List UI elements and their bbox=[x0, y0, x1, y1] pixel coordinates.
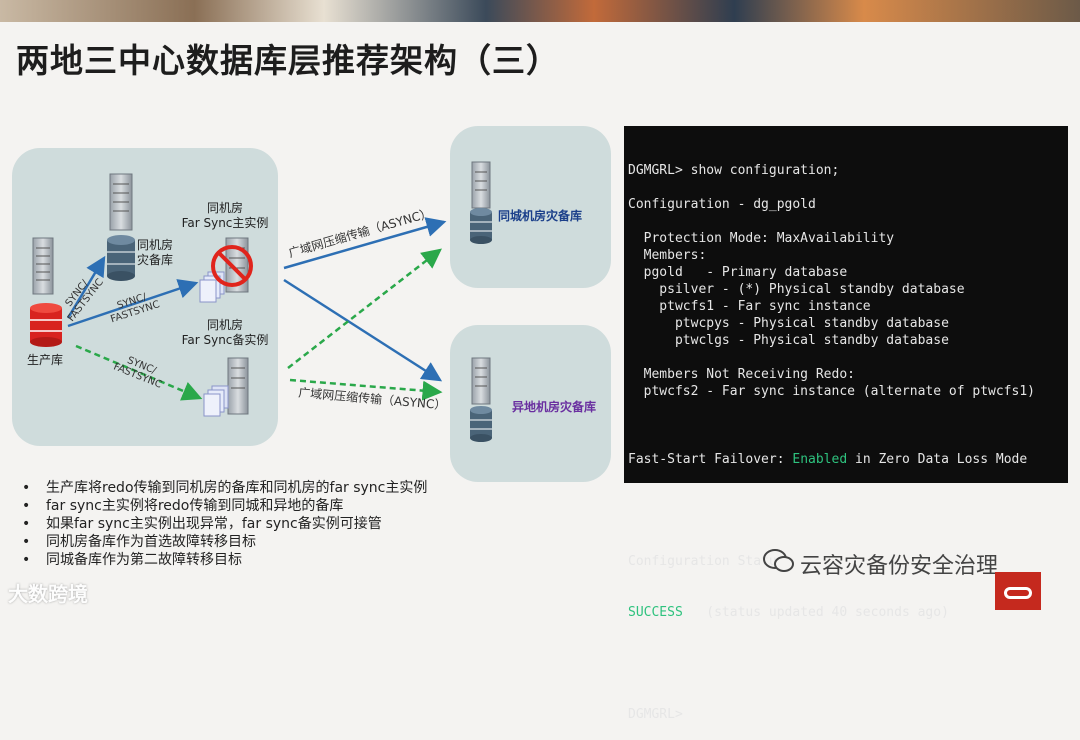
dgmgrl-console: DGMGRL> show configuration; Configuration… bbox=[624, 126, 1068, 722]
remote-label: 异地机房灾备库 bbox=[512, 400, 597, 414]
console-line: Members Not Receiving Redo: bbox=[628, 367, 855, 382]
far-sync-backup-label: 同机房 Far Sync备实例 bbox=[181, 318, 269, 347]
console-line bbox=[628, 179, 1068, 196]
far-sync-backup-server-icon bbox=[227, 357, 249, 415]
console-line: ptwcfs2 - Far sync instance (alternate o… bbox=[628, 384, 1035, 399]
console-line: ptwcfs1 - Far sync instance bbox=[628, 299, 871, 314]
fsfo-status: Enabled bbox=[792, 452, 848, 467]
architecture-diagram bbox=[30, 161, 492, 442]
watermark-left: 大数跨境 bbox=[8, 582, 88, 606]
arrow-far-sync-to-remote bbox=[283, 278, 443, 382]
bullet-item: 同机房备库作为首选故障转移目标 bbox=[22, 533, 427, 551]
console-blank-line bbox=[628, 502, 1068, 519]
bullet-item: 如果far sync主实例出现异常，far sync备实例可接管 bbox=[22, 515, 427, 533]
arrow-primary-to-far-sync bbox=[67, 279, 199, 328]
console-blank-line-2 bbox=[628, 655, 1068, 672]
console-line bbox=[628, 349, 1068, 366]
console-line: DGMGRL> show configuration; bbox=[628, 163, 840, 178]
same-city-label: 同城机房灾备库 bbox=[498, 209, 583, 223]
arrow-far-sync-to-same-city bbox=[283, 217, 447, 270]
bullet-item: 同城备库作为第二故障转移目标 bbox=[22, 551, 427, 569]
same-city-database-icon bbox=[470, 208, 492, 244]
arrow-far-sync-backup-to-remote bbox=[289, 378, 443, 401]
console-line: Configuration - dg_pgold bbox=[628, 197, 816, 212]
console-line: pgold - Primary database bbox=[628, 265, 848, 280]
oracle-logo bbox=[995, 572, 1041, 610]
arrow-primary-to-far-sync-backup bbox=[75, 344, 203, 401]
console-line: psilver - (*) Physical standby database bbox=[628, 282, 965, 297]
console-fsfo-line: Fast-Start Failover: Enabled in Zero Dat… bbox=[628, 451, 1068, 468]
same-city-server-icon bbox=[471, 161, 491, 209]
arrow-primary-to-local-standby bbox=[66, 255, 106, 319]
console-config-lines: DGMGRL> show configuration; Configuration… bbox=[628, 162, 1068, 417]
bullet-item: far sync主实例将redo传输到同城和异地的备库 bbox=[22, 497, 427, 515]
console-line: Members: bbox=[628, 248, 707, 263]
fsfo-suffix: in Zero Data Loss Mode bbox=[847, 452, 1028, 467]
primary-database-icon bbox=[30, 303, 62, 347]
far-sync-primary-document-stack-icon bbox=[199, 271, 225, 303]
prohibited-icon bbox=[211, 245, 253, 287]
wechat-icon bbox=[763, 549, 794, 572]
bullet-list: 生产库将redo传输到同机房的备库和同机房的far sync主实例 far sy… bbox=[22, 479, 427, 569]
remote-server-icon bbox=[471, 357, 491, 405]
console-line: ptwcpys - Physical standby database bbox=[628, 316, 949, 331]
console-line bbox=[628, 400, 1068, 417]
arrow-far-sync-backup-to-same-city bbox=[287, 248, 442, 369]
primary-db-label: 生产库 bbox=[26, 353, 63, 367]
console-line bbox=[628, 213, 1068, 230]
far-sync-primary-label: 同机房 Far Sync主实例 bbox=[181, 201, 269, 230]
primary-server-icon bbox=[32, 237, 54, 295]
far-sync-backup-document-stack-icon bbox=[203, 385, 229, 417]
local-standby-server-icon bbox=[109, 173, 133, 231]
fsfo-prefix: Fast-Start Failover: bbox=[628, 452, 793, 467]
local-standby-label: 同机房 灾备库 bbox=[136, 238, 173, 267]
remote-database-icon bbox=[470, 406, 492, 442]
watermark-right-text: 云容灾备份安全治理 bbox=[800, 554, 999, 579]
status-suffix: (status updated 40 seconds ago) bbox=[682, 605, 949, 620]
console-prompt: DGMGRL> bbox=[628, 707, 683, 722]
console-line: ptwclgs - Physical standby database bbox=[628, 333, 949, 348]
top-banner-image bbox=[0, 0, 1080, 22]
page-title: 两地三中心数据库层推荐架构（三） bbox=[16, 41, 560, 80]
watermark-right: 云容灾备份安全治理 bbox=[800, 548, 998, 580]
status-value: SUCCESS bbox=[628, 605, 683, 620]
console-line: Protection Mode: MaxAvailability bbox=[628, 231, 895, 246]
bullet-item: 生产库将redo传输到同机房的备库和同机房的far sync主实例 bbox=[22, 479, 427, 497]
local-standby-database-icon bbox=[107, 235, 135, 281]
